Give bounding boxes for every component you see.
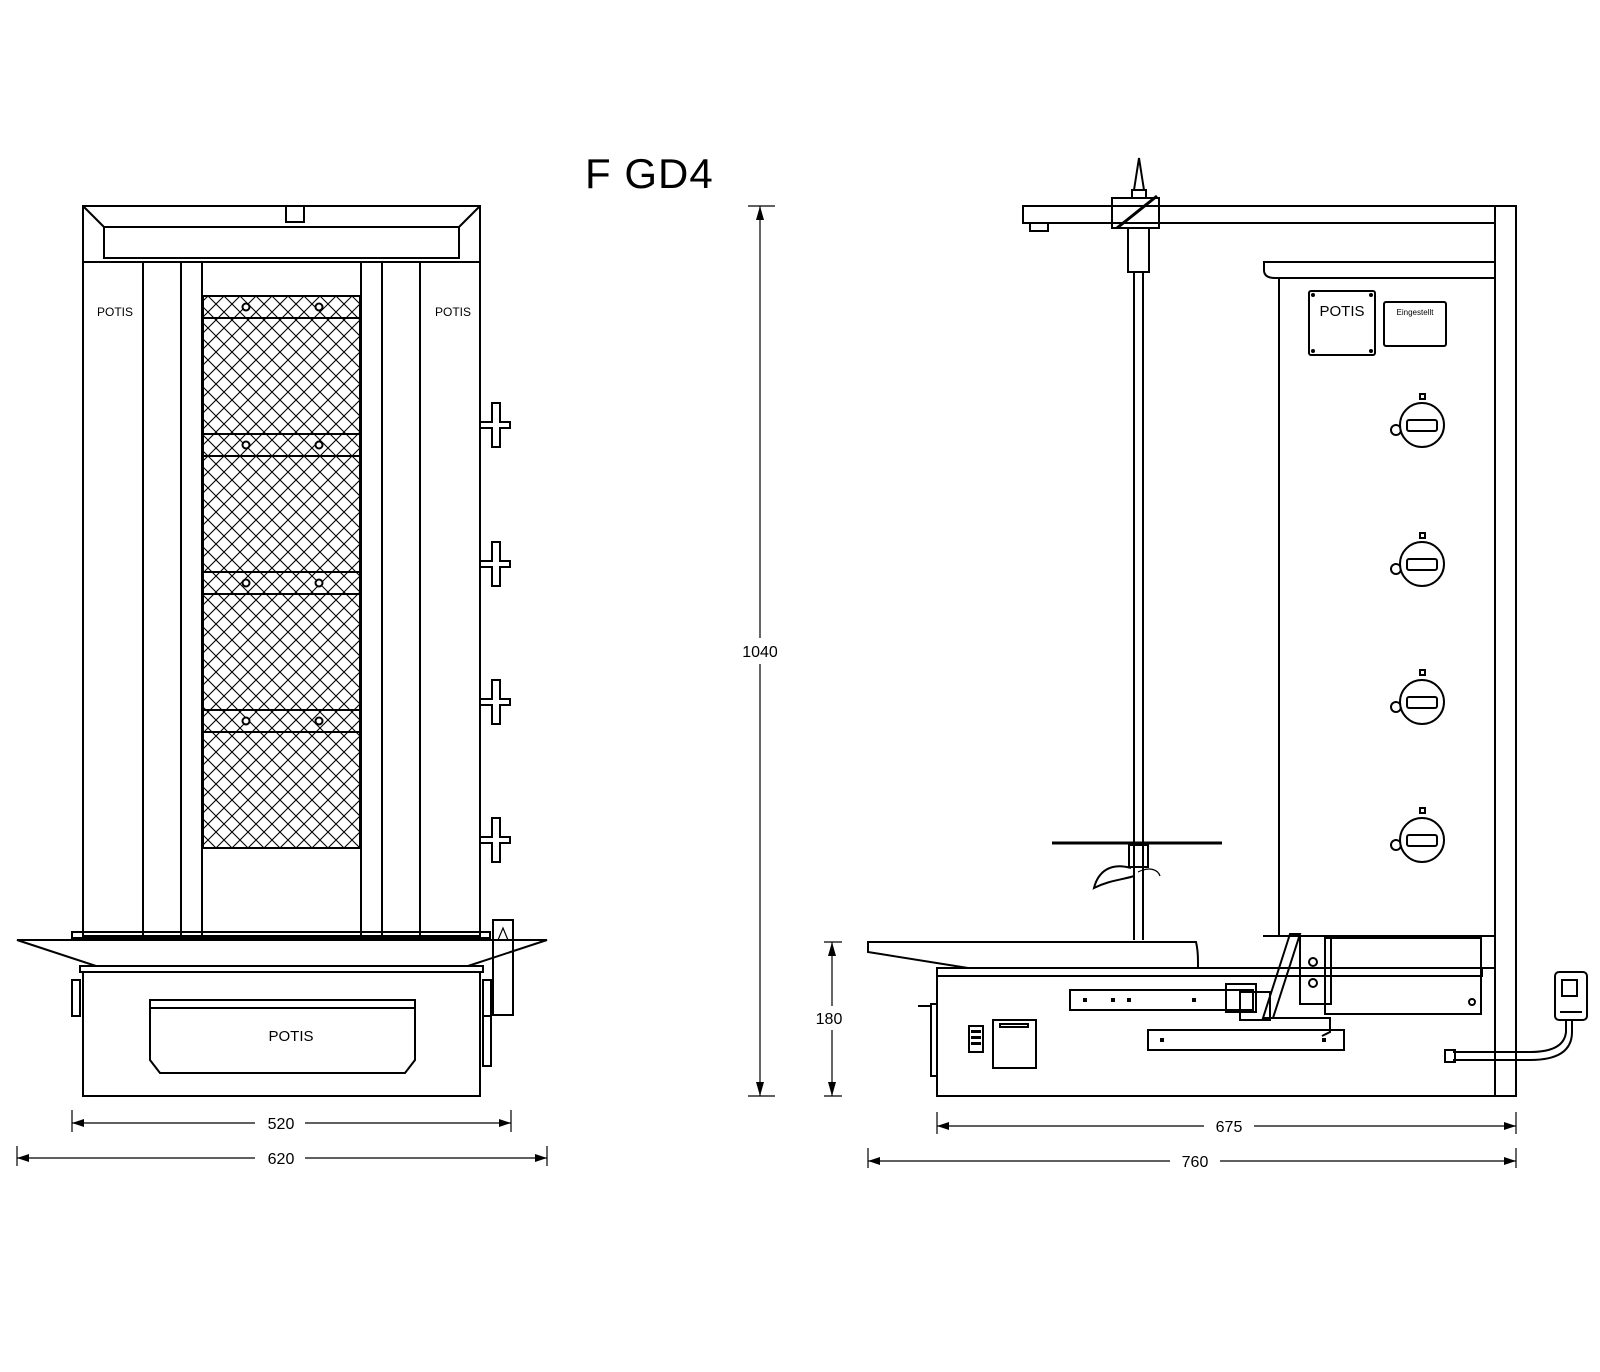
dimension-inner-depth: 675 xyxy=(936,1112,1517,1136)
dim-620: 620 xyxy=(268,1151,295,1168)
dim-520: 520 xyxy=(268,1116,295,1133)
side-top-arm xyxy=(1022,205,1496,224)
side-knob-3 xyxy=(1390,669,1445,725)
dim-180: 180 xyxy=(816,1011,843,1028)
dim-675: 675 xyxy=(1216,1119,1243,1136)
dim-1040: 1040 xyxy=(742,644,778,661)
dim-760: 760 xyxy=(1182,1154,1209,1171)
burner-panel-4 xyxy=(202,709,361,849)
burner-mesh-panels xyxy=(202,295,361,849)
front-body xyxy=(82,261,481,937)
side-brand-plate xyxy=(1308,290,1376,356)
dimension-total-height: 1040 xyxy=(742,205,778,1097)
drawer-brand: POTIS xyxy=(268,1028,313,1045)
drawing-title: F GD4 xyxy=(585,150,714,197)
front-knobs xyxy=(480,402,511,863)
burner-panel-3 xyxy=(202,571,361,711)
side-label-plate xyxy=(1383,301,1447,347)
side-brand: POTIS xyxy=(1319,303,1364,320)
side-base xyxy=(936,967,1496,1097)
front-top-frame xyxy=(82,205,481,263)
dimension-outer-width: 620 xyxy=(16,1146,548,1168)
dimension-inner-width: 520 xyxy=(71,1110,512,1133)
side-knob-4 xyxy=(1390,807,1445,863)
side-label-text: Eingestellt xyxy=(1397,308,1435,317)
front-view: POTIS POTIS xyxy=(16,205,548,1168)
side-knob-2 xyxy=(1390,532,1445,587)
front-base xyxy=(82,971,481,1097)
burner-panel-2 xyxy=(202,433,361,573)
front-drawer xyxy=(149,999,416,1074)
side-rear-column xyxy=(1494,205,1517,1097)
front-brand-right: POTIS xyxy=(435,305,471,319)
burner-panel-1 xyxy=(202,295,361,435)
dimension-outer-depth: 760 xyxy=(867,1148,1517,1171)
side-control-panel xyxy=(1278,277,1496,937)
dimension-base-height: 180 xyxy=(816,941,843,1097)
side-view: POTIS Eingestellt xyxy=(867,157,1588,1171)
front-brand-left: POTIS xyxy=(97,305,133,319)
side-knob-1 xyxy=(1390,393,1445,448)
